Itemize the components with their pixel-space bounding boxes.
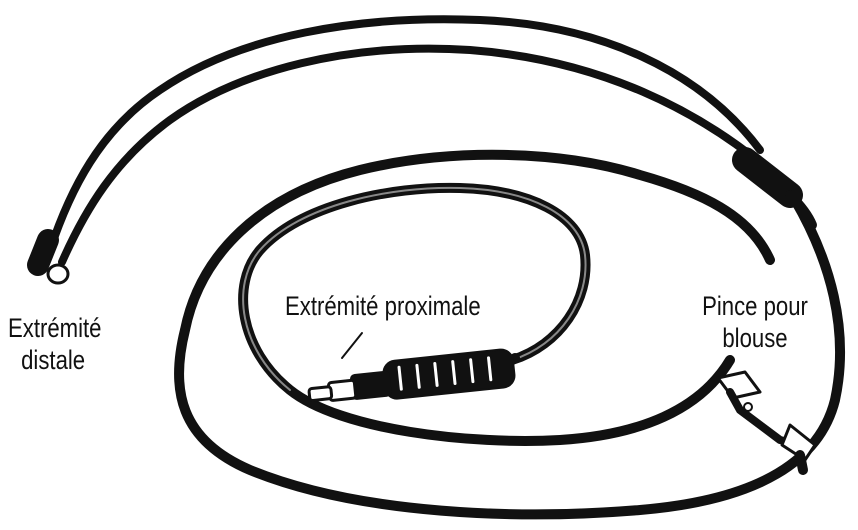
proximal-connector — [309, 348, 516, 400]
gown-clip-label-line1: Pince pour — [694, 290, 817, 322]
proximal-leader-line — [342, 333, 362, 358]
distal-tip — [48, 265, 68, 283]
distal-end-label-line1: Extrémité — [8, 312, 102, 344]
gown-clip-label-line2: blouse — [694, 322, 817, 354]
distal-end-label-line2: distale — [8, 344, 102, 376]
gown-clip-label: Pince pour blouse — [694, 290, 817, 355]
proximal-end-label: Extrémité proximale — [285, 290, 481, 322]
gown-clip — [718, 372, 815, 470]
cable-junction — [745, 160, 790, 195]
distal-connector — [38, 240, 48, 265]
distal-end-label: Extrémité distale — [8, 312, 102, 377]
